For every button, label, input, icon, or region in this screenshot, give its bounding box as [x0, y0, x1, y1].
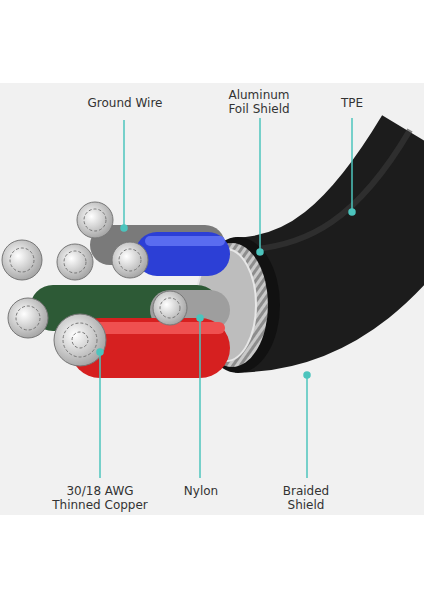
callout-label: Nylon: [166, 484, 236, 498]
blue-highlight: [145, 236, 225, 246]
callout-label: Aluminum Foil Shield: [217, 88, 302, 116]
strand-bundles: [2, 202, 187, 366]
jacket-highlight: [235, 130, 410, 250]
leader-lines: [97, 118, 355, 478]
blue-wire: [135, 232, 230, 276]
callout-label: Braided Shield: [271, 484, 341, 512]
callout-label: 30/18 AWG Thinned Copper: [45, 484, 155, 512]
callout-label: Ground Wire: [70, 96, 180, 110]
red-highlight: [85, 322, 225, 334]
callout-label: TPE: [322, 96, 382, 110]
